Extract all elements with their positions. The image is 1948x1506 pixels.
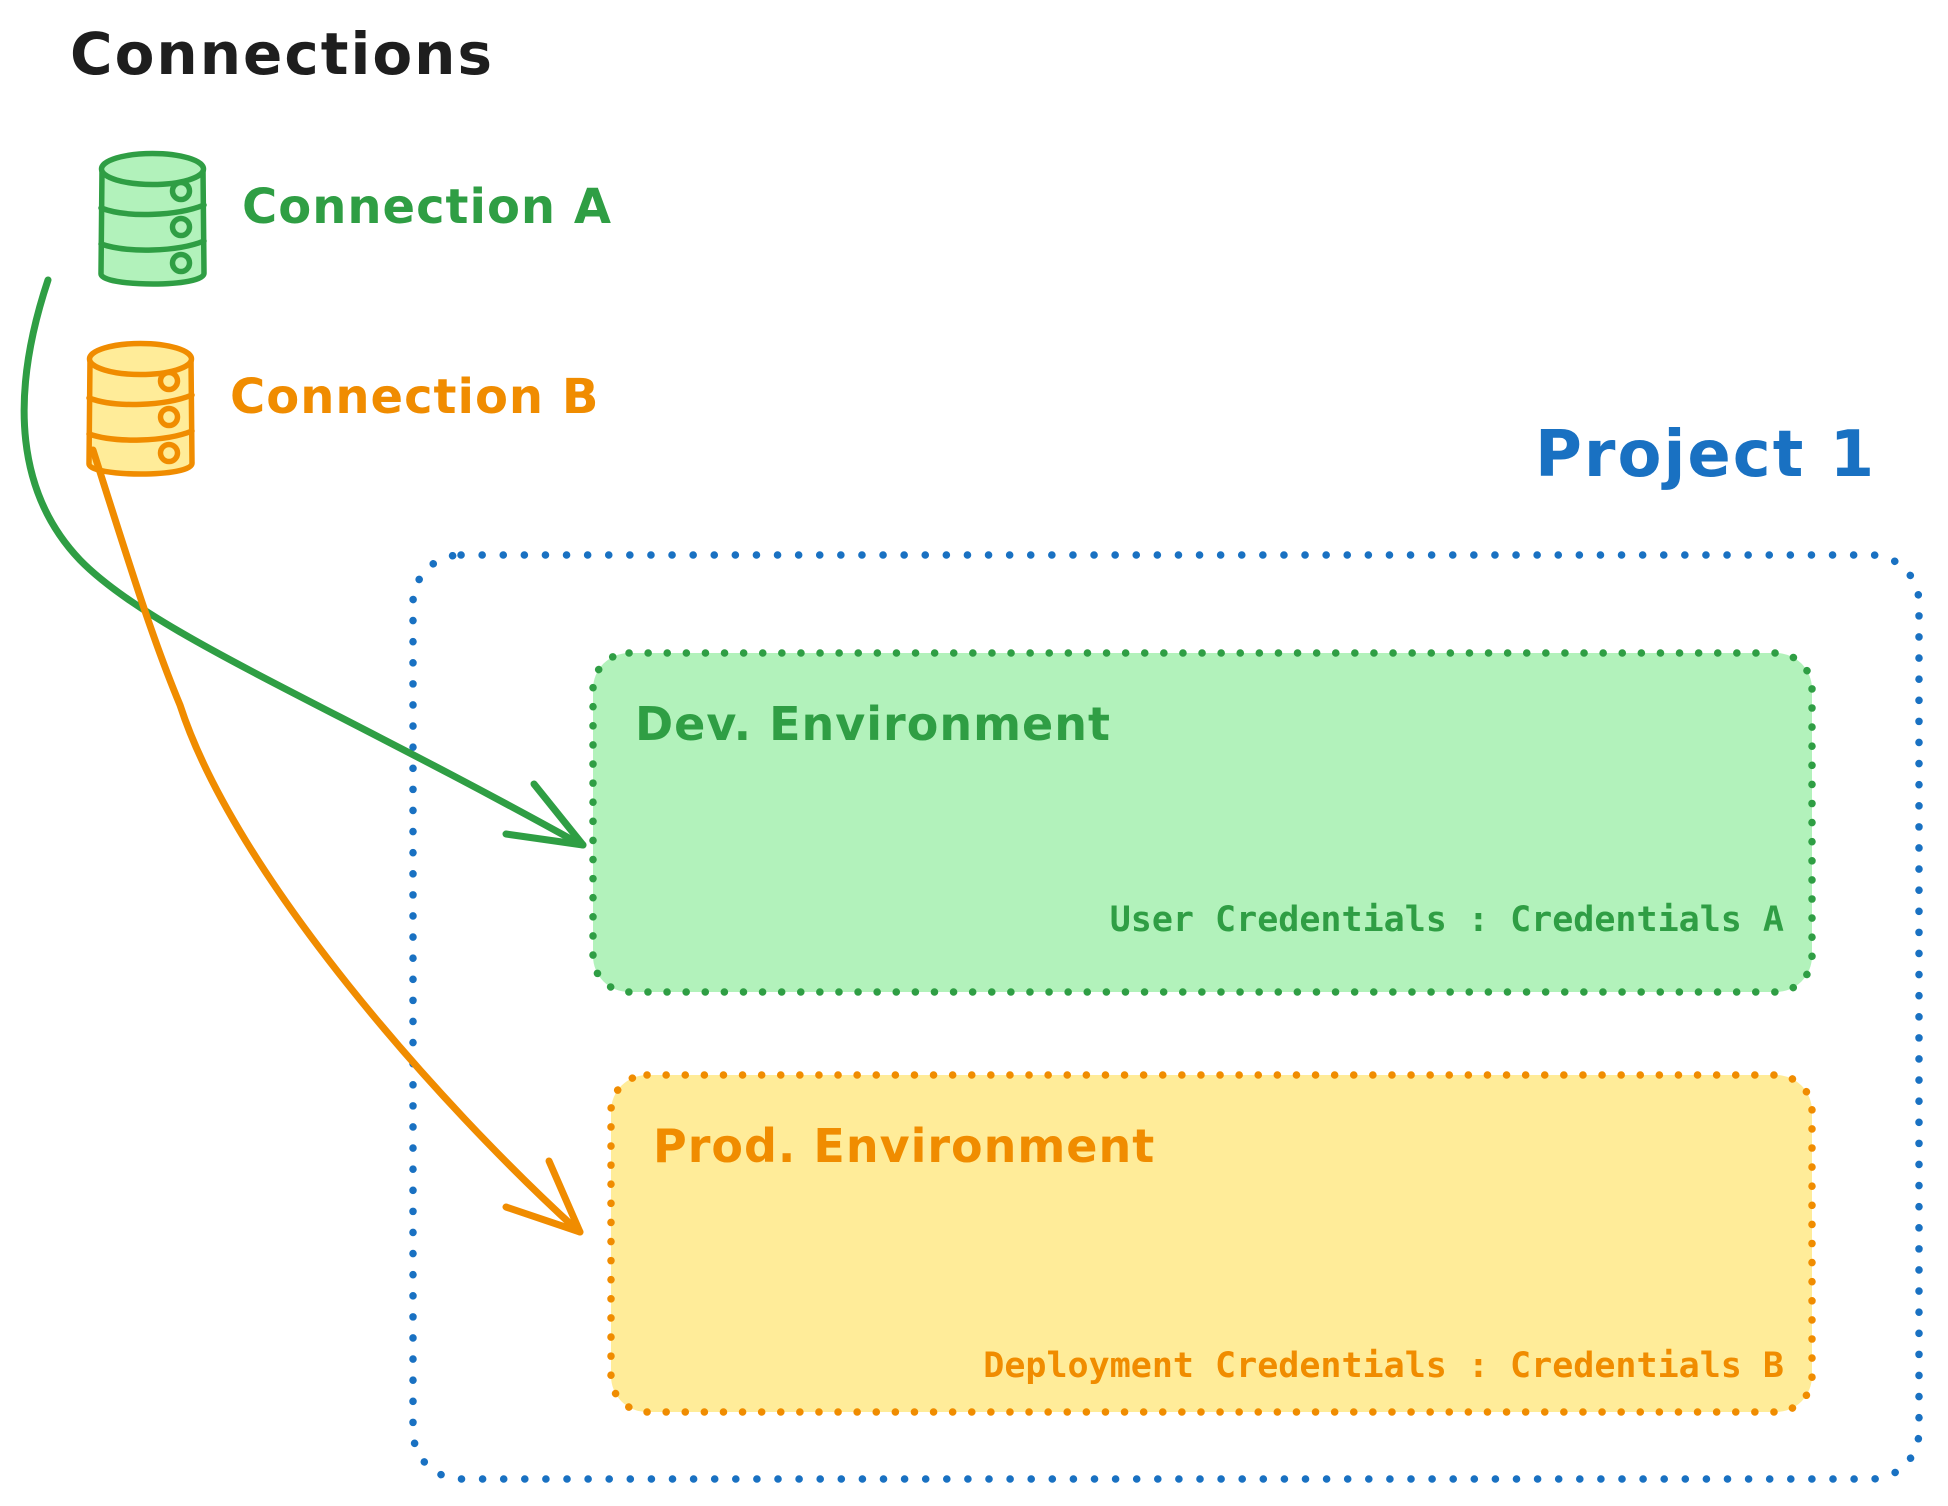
database-icon-connection-b [86, 340, 195, 477]
dev-environment-credentials: User Credentials : Credentials A [1109, 900, 1784, 940]
connection-b-label: Connection B [230, 369, 600, 425]
prod-environment-box: Prod. Environment Deployment Credentials… [611, 1075, 1812, 1412]
dev-environment-title: Dev. Environment [635, 697, 1111, 751]
connection-a-item: Connection A [92, 146, 612, 296]
prod-environment-title: Prod. Environment [653, 1119, 1156, 1173]
diagram-title: Connections [70, 20, 494, 88]
prod-environment-credentials: Deployment Credentials : Credentials B [983, 1346, 1784, 1386]
project-title: Project 1 [1535, 418, 1877, 492]
database-icon-connection-a [98, 150, 207, 287]
connection-b-item: Connection B [80, 336, 599, 486]
dev-environment-box: Dev. Environment User Credentials : Cred… [593, 653, 1812, 992]
connection-a-label: Connection A [242, 179, 612, 235]
